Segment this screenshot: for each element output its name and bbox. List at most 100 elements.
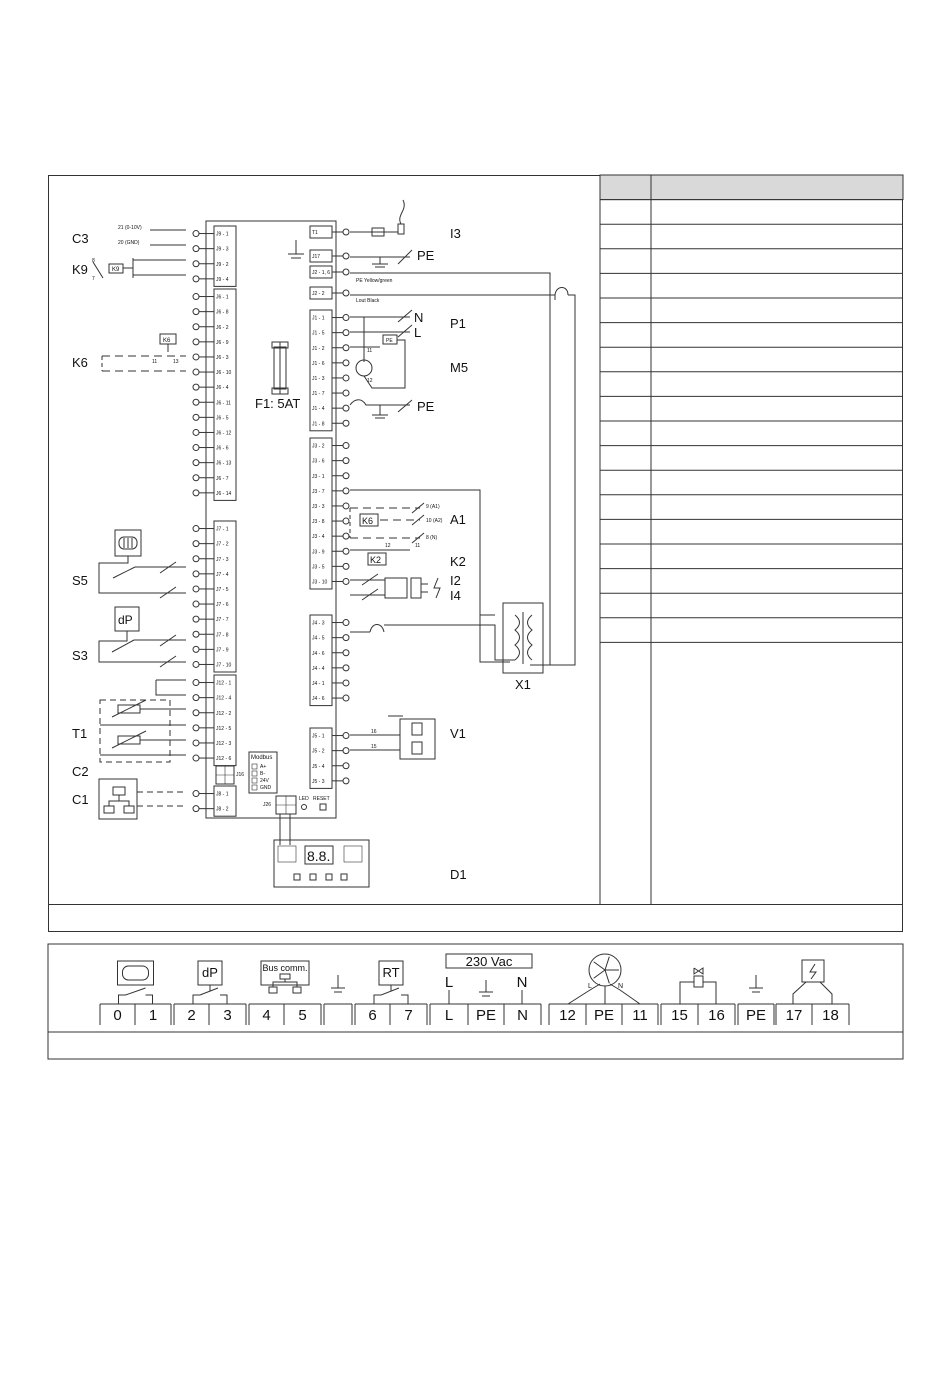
k9-relay [92,258,186,279]
terminal-label: J17 [312,254,320,260]
label-c3: C3 [72,231,89,246]
terminal-label: J5 - 1 [312,734,325,740]
screw-terminal [192,383,200,391]
terminal-block [213,225,237,287]
reset-label: RESET [313,796,330,802]
terminal-label: J3 - 4 [312,534,325,540]
a1-pin-9: 9 (A1) [426,504,440,510]
label-s3: S3 [72,648,88,663]
label-t1: T1 [72,726,87,741]
label-n: N [414,310,423,325]
wire-label-21: 21 (0-10V) [118,225,142,231]
terminal-label: J3 - 7 [312,489,325,495]
wire-label-20: 20 (GND) [118,240,140,246]
terminal-label: J1 - 5 [312,331,325,337]
pe-yellow-green-label: PE Yellow/green [356,278,393,284]
label-l: L [414,325,421,340]
screw-terminal [192,489,200,497]
terminal-number: PE [594,1007,614,1024]
screw-terminal [192,308,200,316]
modbus-block: Modbus A+ B- 24V GND [248,751,278,794]
screw-terminal [192,275,200,283]
terminal-label: J1 - 6 [312,361,325,367]
earth-icon [331,975,345,993]
room-thermostat-icon [373,960,409,1004]
terminal-label: J7 - 5 [216,587,229,593]
k6-pin-13: 13 [173,359,179,365]
display-button[interactable] [309,873,317,881]
terminal-label: J6 - 14 [216,491,232,497]
j26-label: J26 [263,802,271,808]
display-button[interactable] [340,873,348,881]
label-m5: M5 [450,360,468,375]
screw-terminal [342,664,350,672]
screw-terminal [342,634,350,642]
terminal-label: T1 [312,230,318,236]
terminal-label: J9 - 1 [216,232,229,238]
terminal-number: 6 [368,1007,376,1024]
screw-terminal [342,404,350,412]
screw-terminal [192,398,200,406]
screw-terminal [342,487,350,495]
board-earth-icon [288,240,304,259]
terminal-label: J6 - 4 [216,385,229,391]
legend-table [599,174,904,905]
terminal-label: J3 - 8 [312,519,325,525]
screw-terminal [192,645,200,653]
terminal-label: J3 - 10 [312,579,328,585]
modbus-row: 24V [260,778,270,784]
screw-terminal [342,502,350,510]
terminal-label: J6 - 7 [216,476,229,482]
screw-terminal [192,230,200,238]
terminal-label: J1 - 8 [312,421,325,427]
screw-terminal [342,389,350,397]
display-button[interactable] [325,873,333,881]
k2-relay-and-igniter [350,549,441,601]
fan-l-label: L [588,983,592,990]
fan-n-label: N [618,983,623,990]
terminal-label: J6 - 8 [216,310,229,316]
k2-pin-11: 11 [415,543,420,549]
screw-terminal [342,374,350,382]
legend-header [599,174,904,201]
terminal-label: J12 - 3 [216,741,232,747]
terminal-label: J4 - 6 [312,651,325,657]
screw-terminal [342,472,350,480]
screw-terminal [192,260,200,268]
screw-terminal [192,474,200,482]
terminal-number: 3 [223,1007,231,1024]
label-i2: I2 [450,573,461,588]
screw-terminal [192,323,200,331]
bus-comm-label: Bus comm. [262,963,307,973]
v1-gas-valve [350,715,436,760]
terminal-label: J12 - 2 [216,711,232,717]
left-labels: C3 K9 K6 S5 S3 T1 C2 C1 [72,231,89,807]
screw-terminal [192,739,200,747]
s3-dp-switch [98,606,186,668]
terminal-label: J4 - 3 [312,621,325,627]
screw-terminal [342,457,350,465]
terminal-label: J3 - 6 [312,459,325,465]
terminal-label: J1 - 7 [312,391,325,397]
display-button[interactable] [293,873,301,881]
a1-external-contacts [349,489,495,616]
p1-power-and-m5-fan [350,309,413,389]
terminal-label: J7 - 2 [216,542,229,548]
terminal-block [213,520,237,673]
terminal-number: N [517,1007,528,1024]
reset-button[interactable] [319,803,327,811]
earth-icon [749,975,763,993]
a1-pin-8: 8 (N) [426,535,437,541]
m5-pin-12: 12 [367,378,373,384]
modbus-title: Modbus [251,755,272,761]
label-c2: C2 [72,764,89,779]
terminal-label: J3 - 5 [312,564,325,570]
j26-connector: J26 LED RESET [263,795,330,815]
terminal-label: J1 - 2 [312,346,325,352]
terminal-label: J4 - 5 [312,636,325,642]
modbus-row: A+ [260,764,266,770]
